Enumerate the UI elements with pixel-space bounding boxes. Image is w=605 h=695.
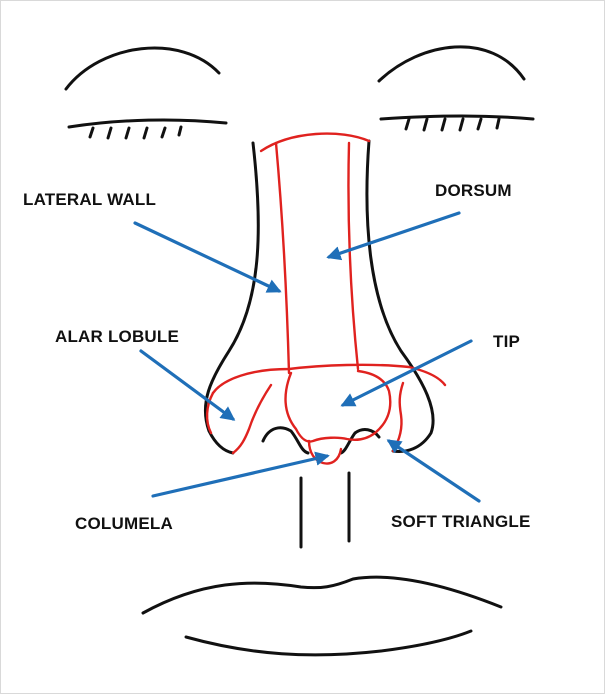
pointer-arrows (135, 213, 479, 501)
label-soft-triangle: SOFT TRIANGLE (391, 513, 531, 530)
label-alar-lobule: ALAR LOBULE (55, 328, 179, 345)
label-dorsum: DORSUM (435, 182, 512, 199)
label-tip: TIP (493, 333, 520, 350)
label-columela: COLUMELA (75, 515, 173, 532)
subunit-lines (207, 134, 445, 464)
nose-outline (205, 141, 433, 547)
arrow-soft-triangle (389, 441, 479, 501)
arrow-tip (343, 341, 471, 405)
right-eye (379, 47, 533, 130)
label-lateral-wall: LATERAL WALL (23, 191, 156, 208)
left-eye (66, 48, 226, 138)
lips (143, 577, 501, 655)
